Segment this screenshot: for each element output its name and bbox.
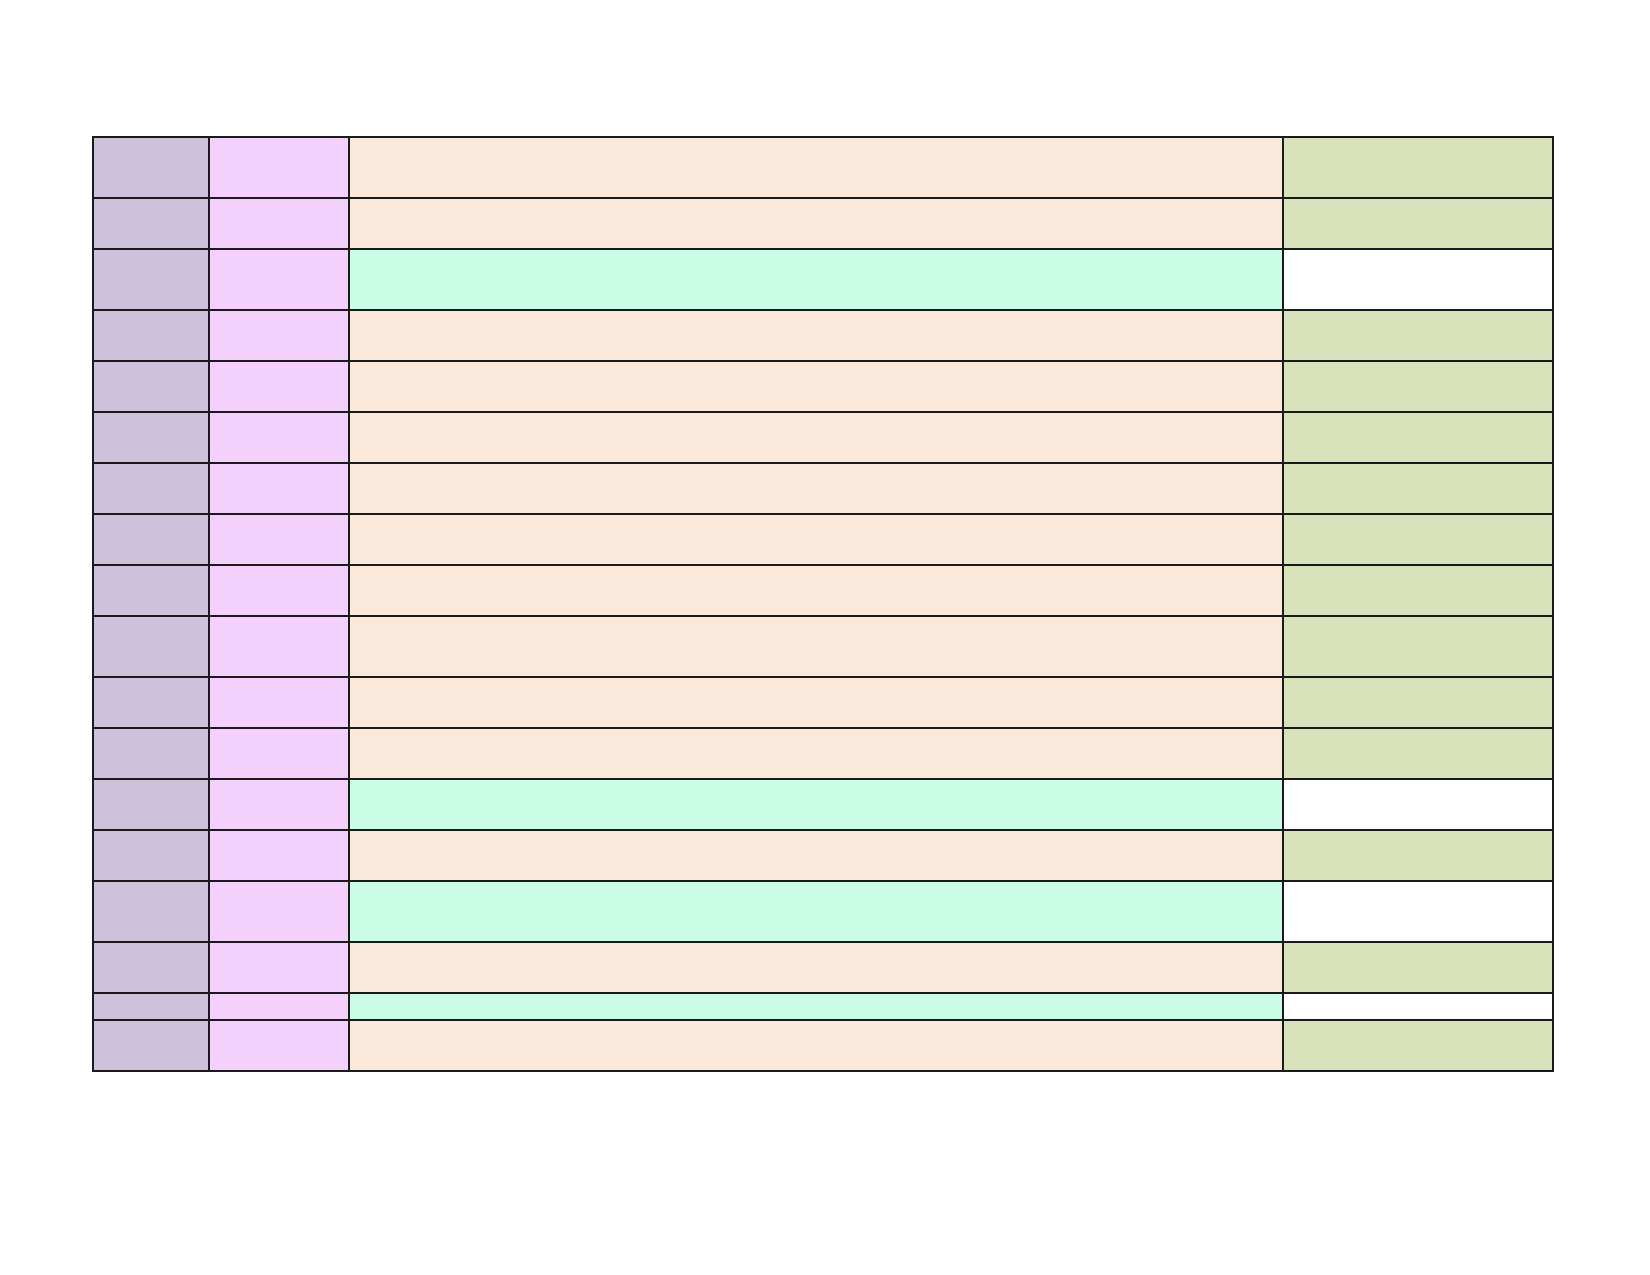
table-row <box>92 992 1554 1021</box>
table-cell-col2[interactable] <box>208 941 350 994</box>
table-row <box>92 197 1554 250</box>
table-cell-col1[interactable] <box>92 615 210 678</box>
table-cell-col4[interactable] <box>1282 411 1554 464</box>
table-cell-col4[interactable] <box>1282 513 1554 566</box>
table-cell-col4[interactable] <box>1282 778 1554 831</box>
table-cell-col2[interactable] <box>208 676 350 729</box>
table-cell-col4[interactable] <box>1282 564 1554 617</box>
table-cell-col1[interactable] <box>92 829 210 882</box>
table-cell-col1[interactable] <box>92 248 210 311</box>
table-cell-col3[interactable] <box>348 829 1284 882</box>
table-cell-col1[interactable] <box>92 778 210 831</box>
table-cell-col3[interactable] <box>348 197 1284 250</box>
table-cell-col1[interactable] <box>92 462 210 515</box>
table-cell-col4[interactable] <box>1282 1019 1554 1072</box>
table-row <box>92 360 1554 413</box>
table-cell-col1[interactable] <box>92 564 210 617</box>
table-cell-col3[interactable] <box>348 615 1284 678</box>
table-cell-col3[interactable] <box>348 676 1284 729</box>
table-cell-col3[interactable] <box>348 309 1284 362</box>
table-cell-col4[interactable] <box>1282 136 1554 199</box>
table-row <box>92 676 1554 729</box>
table-cell-col2[interactable] <box>208 992 350 1021</box>
table-cell-col3[interactable] <box>348 992 1284 1021</box>
table-row <box>92 829 1554 882</box>
table-cell-col4[interactable] <box>1282 992 1554 1021</box>
table-row <box>92 727 1554 780</box>
spreadsheet-table <box>92 136 1554 1072</box>
table-row <box>92 564 1554 617</box>
table-cell-col3[interactable] <box>348 513 1284 566</box>
table-cell-col4[interactable] <box>1282 880 1554 943</box>
table-cell-col1[interactable] <box>92 136 210 199</box>
table-cell-col1[interactable] <box>92 360 210 413</box>
table-cell-col2[interactable] <box>208 360 350 413</box>
table-row <box>92 136 1554 199</box>
table-cell-col4[interactable] <box>1282 309 1554 362</box>
table-row <box>92 1019 1554 1072</box>
table-cell-col3[interactable] <box>348 564 1284 617</box>
table-cell-col3[interactable] <box>348 360 1284 413</box>
table-cell-col4[interactable] <box>1282 829 1554 882</box>
table-cell-col2[interactable] <box>208 829 350 882</box>
table-row <box>92 941 1554 994</box>
table-cell-col2[interactable] <box>208 615 350 678</box>
table-cell-col4[interactable] <box>1282 727 1554 780</box>
table-cell-col4[interactable] <box>1282 197 1554 250</box>
table-cell-col1[interactable] <box>92 880 210 943</box>
table-cell-col1[interactable] <box>92 411 210 464</box>
table-cell-col2[interactable] <box>208 564 350 617</box>
table-cell-col3[interactable] <box>348 1019 1284 1072</box>
table-cell-col4[interactable] <box>1282 615 1554 678</box>
table-cell-col3[interactable] <box>348 248 1284 311</box>
table-cell-col2[interactable] <box>208 309 350 362</box>
table-row <box>92 615 1554 678</box>
table-cell-col3[interactable] <box>348 462 1284 515</box>
table-cell-col1[interactable] <box>92 1019 210 1072</box>
table-cell-col3[interactable] <box>348 778 1284 831</box>
table-cell-col2[interactable] <box>208 197 350 250</box>
table-cell-col1[interactable] <box>92 676 210 729</box>
table-cell-col3[interactable] <box>348 136 1284 199</box>
table-cell-col2[interactable] <box>208 462 350 515</box>
table-cell-col3[interactable] <box>348 880 1284 943</box>
table-cell-col4[interactable] <box>1282 462 1554 515</box>
table-row <box>92 513 1554 566</box>
table-row <box>92 778 1554 831</box>
table-cell-col2[interactable] <box>208 513 350 566</box>
table-cell-col2[interactable] <box>208 411 350 464</box>
table-row <box>92 462 1554 515</box>
table-cell-col4[interactable] <box>1282 248 1554 311</box>
table-cell-col3[interactable] <box>348 941 1284 994</box>
table-cell-col4[interactable] <box>1282 941 1554 994</box>
table-cell-col3[interactable] <box>348 727 1284 780</box>
table-cell-col2[interactable] <box>208 727 350 780</box>
table-row <box>92 880 1554 943</box>
table-cell-col4[interactable] <box>1282 676 1554 729</box>
table-row <box>92 309 1554 362</box>
table-cell-col1[interactable] <box>92 992 210 1021</box>
table-cell-col1[interactable] <box>92 309 210 362</box>
table-cell-col2[interactable] <box>208 136 350 199</box>
table-cell-col2[interactable] <box>208 1019 350 1072</box>
table-cell-col1[interactable] <box>92 197 210 250</box>
table-cell-col2[interactable] <box>208 248 350 311</box>
table-row <box>92 248 1554 311</box>
table-cell-col3[interactable] <box>348 411 1284 464</box>
table-body <box>92 136 1554 1072</box>
table-cell-col1[interactable] <box>92 941 210 994</box>
table-cell-col4[interactable] <box>1282 360 1554 413</box>
table-cell-col1[interactable] <box>92 513 210 566</box>
table-row <box>92 411 1554 464</box>
table-cell-col2[interactable] <box>208 880 350 943</box>
table-cell-col2[interactable] <box>208 778 350 831</box>
table-cell-col1[interactable] <box>92 727 210 780</box>
